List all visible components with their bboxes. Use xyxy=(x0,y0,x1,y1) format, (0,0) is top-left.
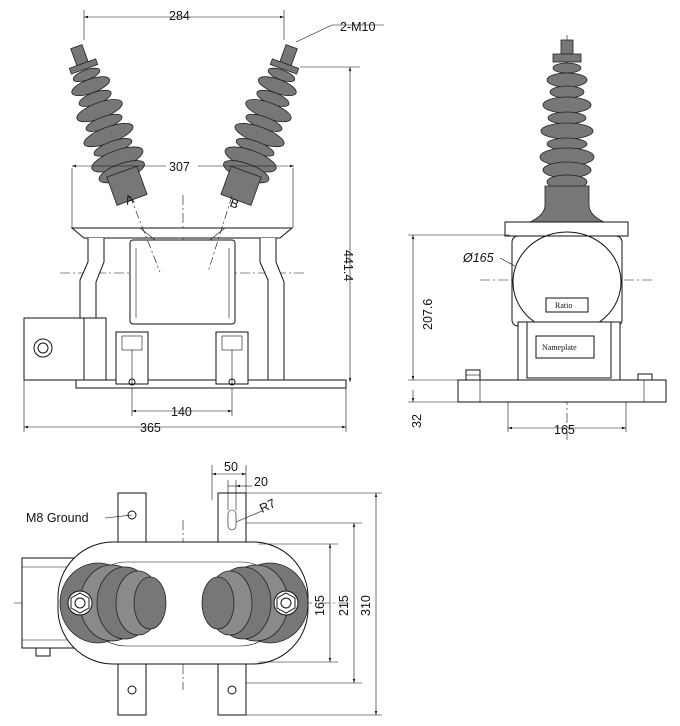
nameplate: Nameplate xyxy=(542,343,577,352)
dim-140: 140 xyxy=(171,405,192,419)
plan-left-insulator xyxy=(59,562,167,644)
left-insulator xyxy=(68,44,148,206)
side-view: Ratio Nameplate Ø165 207.6 32 165 xyxy=(408,35,667,440)
front-view: A B 284 2-M10 307 441.4 140 365 xyxy=(23,9,384,435)
dim-207: 207.6 xyxy=(421,299,435,330)
dim-365: 365 xyxy=(140,421,161,435)
dim-plan-215: 215 xyxy=(337,595,351,616)
dim-diameter: Ø165 xyxy=(462,251,494,265)
dim-307: 307 xyxy=(169,160,190,174)
dim-441: 441.4 xyxy=(341,250,355,281)
ratio-plate: Ratio xyxy=(555,301,572,310)
dim-r7: R7 xyxy=(257,496,277,515)
plan-right-insulator xyxy=(201,562,309,644)
dim-50: 50 xyxy=(224,460,238,474)
dim-165-side: 165 xyxy=(554,423,575,437)
dim-32: 32 xyxy=(410,414,424,428)
side-insulator xyxy=(529,39,605,223)
plan-view: 50 20 R7 M8 Ground 165 215 310 xyxy=(14,460,382,716)
dim-284: 284 xyxy=(169,9,190,23)
bolt-callout: 2-M10 xyxy=(340,20,375,34)
right-insulator xyxy=(220,44,300,206)
dim-plan-165: 165 xyxy=(313,595,327,616)
dim-20: 20 xyxy=(254,475,268,489)
ground-label: M8 Ground xyxy=(26,511,89,525)
dim-plan-310: 310 xyxy=(359,595,373,616)
